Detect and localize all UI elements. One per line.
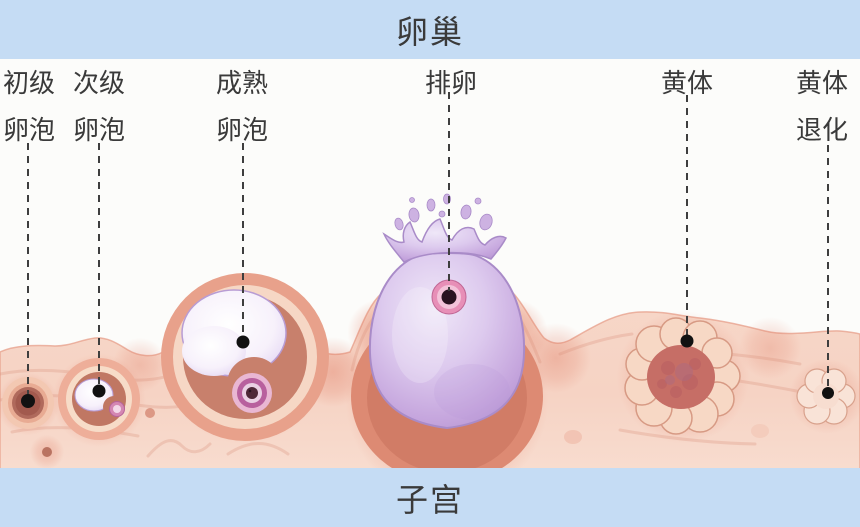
mature-follicle-graphic [161,273,329,441]
label-line: 初级 [2,68,56,98]
label-line: 成熟 [215,68,269,98]
ovary-banner: 卵巢 [0,0,860,59]
label-line: 排卵 [424,68,478,98]
label-ovulation: 排卵 [425,60,477,107]
ovary-title: 卵巢 [395,13,464,50]
marker-dots [21,334,834,408]
marker-dot-primary-follicle [21,394,35,408]
label-corpus-luteum-degeneration: 黄体 退化 [796,60,848,154]
label-primary-follicle: 初级 卵泡 [3,60,55,154]
label-line: 黄体 [660,68,714,98]
label-line: 卵泡 [215,115,269,145]
corpus-luteum-graphic [624,317,741,435]
ovulation-balloon [368,252,526,430]
marker-dot-corpus-luteum-degeneration [822,387,834,399]
label-line: 卵泡 [72,115,126,145]
label-line: 黄体 [795,68,849,98]
marker-dot-mature-follicle [236,335,250,349]
leader-lines [27,92,829,394]
label-secondary-follicle: 次级 卵泡 [73,60,125,154]
label-corpus-luteum: 黄体 [661,60,713,107]
label-mature-follicle: 成熟 卵泡 [216,60,268,154]
marker-dot-secondary-follicle [92,384,106,398]
label-line: 次级 [72,68,126,98]
tissue-spot [145,408,155,418]
tissue-spot [564,430,582,444]
ovulation-graphic [351,193,543,484]
uterus-banner: 子宫 [0,468,860,527]
tissue-spot [751,424,769,438]
marker-dot-corpus-luteum [680,334,694,348]
label-line: 卵泡 [2,115,56,145]
label-line: 退化 [795,115,849,145]
uterus-title: 子宫 [395,481,464,518]
small-follicle-spot [42,447,52,457]
splash-droplets [394,193,493,231]
ovulation-splash [382,218,507,263]
